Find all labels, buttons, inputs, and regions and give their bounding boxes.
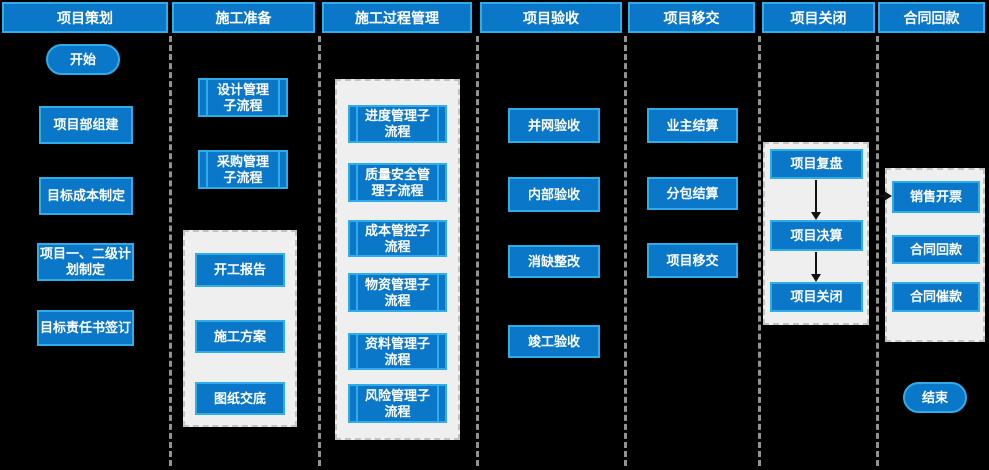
node-internal-acceptance: 内部验收 [508,177,600,212]
node-label: 采购管理 子流程 [216,153,269,185]
node-label: 开工报告 [213,262,266,277]
node-label: 图纸交底 [213,390,266,406]
node-label: 目标成本制定 [46,188,125,203]
lane-header-label: 项目策划 [57,9,113,26]
node-label: 风险管理子 流程 [364,387,430,419]
node-cost-control-subprocess: 成本管控子 流程 [348,220,447,257]
node-label: 物资管理子 流程 [364,276,430,308]
node-design-subprocess: 设计管理 子流程 [198,78,288,117]
lane-header-label: 项目关闭 [790,9,847,26]
node-label: 项目决算 [790,227,843,243]
node-subcontract-settlement: 分包结算 [647,177,738,210]
node-label: 开始 [69,51,96,67]
lane-header-acceptance: 项目验收 [480,2,622,33]
lane-header-label: 施工过程管理 [355,9,439,26]
lane-header-label: 施工准备 [215,9,272,26]
node-label: 资料管理子 流程 [364,335,430,367]
node-level-plans: 项目一、二级计 划制定 [37,243,134,281]
node-label: 内部验收 [527,186,580,202]
node-label: 质量安全管 理子流程 [364,166,430,198]
node-construction-plan: 施工方案 [195,320,285,353]
node-target-cost: 目标成本制定 [39,177,133,215]
node-label: 设计管理 子流程 [216,81,269,113]
lane-header-label: 项目验收 [523,9,579,26]
lane-header-process-mgmt: 施工过程管理 [322,2,472,33]
node-label: 合同催款 [909,289,962,304]
node-schedule-subprocess: 进度管理子 流程 [348,105,447,143]
node-label: 竣工验收 [527,333,580,349]
arrow-into-invoicing [874,191,892,201]
lane-header-closure: 项目关闭 [762,2,875,33]
node-project-close: 项目关闭 [770,282,863,312]
node-label: 消缺整改 [527,253,580,269]
node-project-team-setup: 项目部组建 [39,106,133,144]
lane-divider [758,36,761,466]
node-materials-subprocess: 物资管理子 流程 [348,273,447,312]
node-defect-rectification: 消缺整改 [508,245,600,278]
node-label: 并网验收 [527,117,580,133]
node-label: 项目部组建 [53,117,119,132]
lane-header-project-planning: 项目策划 [2,2,168,33]
lane-divider [476,36,479,466]
node-label: 进度管理子 流程 [364,108,430,139]
node-payment-reminder: 合同催款 [892,282,980,312]
node-documents-subprocess: 资料管理子 流程 [348,333,447,370]
node-end: 结束 [903,382,967,413]
lane-header-construction-prep: 施工准备 [172,2,315,33]
node-quality-safety-subprocess: 质量安全管 理子流程 [348,163,447,202]
node-label: 项目关闭 [790,289,843,304]
node-label: 项目一、二级计 划制定 [39,246,131,277]
node-commencement-report: 开工报告 [195,253,285,287]
node-grid-connection-acceptance: 并网验收 [508,108,600,143]
node-project-review: 项目复盘 [770,149,863,179]
node-completion-acceptance: 竣工验收 [508,325,600,358]
lane-header-label: 合同回款 [903,9,960,26]
node-project-handover: 项目移交 [647,243,738,278]
lane-header-handover: 项目移交 [628,2,755,33]
node-label: 项目移交 [666,252,719,268]
node-procurement-subprocess: 采购管理 子流程 [198,150,288,189]
lane-header-contract-payment: 合同回款 [878,2,985,33]
node-label: 合同回款 [909,241,962,257]
node-drawing-briefing: 图纸交底 [195,382,285,415]
node-start: 开始 [46,44,120,75]
arrow-accounts-to-close [811,252,821,282]
node-label: 业主结算 [666,117,719,133]
lane-header-label: 项目移交 [663,9,720,26]
node-sales-invoicing: 销售开票 [892,181,980,213]
node-final-accounts: 项目决算 [770,220,863,251]
node-risk-subprocess: 风险管理子 流程 [348,384,447,423]
node-label: 成本管控子 流程 [364,222,430,254]
node-label: 结束 [921,389,948,405]
node-contract-payment: 合同回款 [892,235,980,264]
node-owner-settlement: 业主结算 [647,108,738,143]
arrow-review-to-accounts [811,180,821,220]
node-label: 目标责任书签订 [39,320,131,335]
lane-divider [624,36,627,466]
lane-divider [876,36,879,466]
lane-divider [318,36,321,466]
lane-divider [169,36,172,466]
node-label: 分包结算 [666,185,719,201]
node-label: 销售开票 [909,189,962,204]
node-label: 项目复盘 [790,156,843,171]
node-responsibility-signing: 目标责任书签订 [37,310,134,346]
node-label: 施工方案 [213,328,266,344]
